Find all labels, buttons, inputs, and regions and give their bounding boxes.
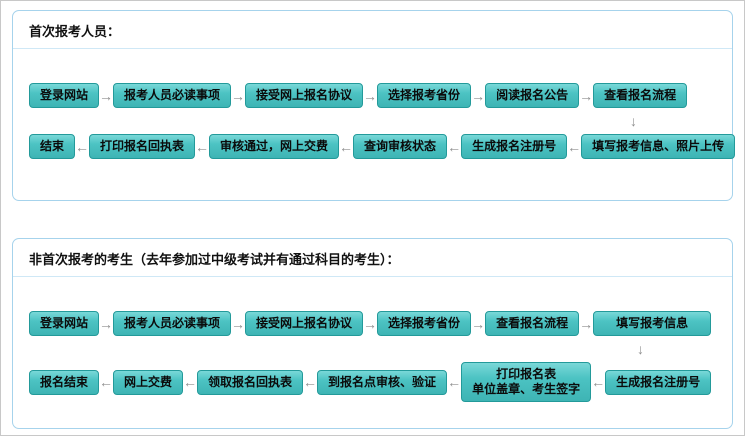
flow-row-bottom: 报名结束 ← 网上交费 ← 领取报名回执表 ← 到报名点审核、验证 ← 打印报名…	[13, 362, 732, 402]
panel-body: 登录网站 → 报考人员必读事项 → 接受网上报名协议 → 选择报考省份 → 阅读…	[13, 49, 736, 165]
flow-step: 阅读报名公告	[485, 83, 580, 108]
flow-step: 打印报名表 单位盖章、考生签字	[461, 362, 592, 402]
arrow-right-icon: →	[579, 87, 594, 104]
arrow-left-icon: ←	[447, 138, 462, 155]
flow-step: 报考人员必读事项	[113, 311, 232, 336]
panel-title: 首次报考人员：	[13, 11, 732, 49]
flow-step: 登录网站	[29, 83, 100, 108]
flow-step: 查看报名流程	[485, 311, 580, 336]
flow-step: 选择报考省份	[377, 311, 472, 336]
arrow-left-icon: ←	[195, 138, 210, 155]
arrow-right-icon: →	[363, 315, 378, 332]
arrow-down-icon: ↓	[630, 113, 637, 129]
arrow-right-icon: →	[99, 315, 114, 332]
panel-title: 非首次报考的考生（去年参加过中级考试并有通过科目的考生）：	[13, 239, 732, 277]
arrow-right-icon: →	[579, 315, 594, 332]
flow-step: 报考人员必读事项	[113, 83, 232, 108]
arrow-right-icon: →	[231, 87, 246, 104]
flow-step: 到报名点审核、验证	[317, 369, 448, 395]
flow-step: 填写报考信息、照片上传	[581, 134, 736, 159]
arrow-left-icon: ←	[447, 374, 462, 390]
arrow-left-icon: ←	[339, 138, 354, 155]
flow-step: 登录网站	[29, 311, 100, 336]
arrow-left-icon: ←	[591, 374, 606, 390]
panel-body: 登录网站 → 报考人员必读事项 → 接受网上报名协议 → 选择报考省份 → 查看…	[13, 277, 732, 408]
flow-step: 接受网上报名协议	[245, 83, 364, 108]
arrow-left-icon: ←	[183, 374, 198, 390]
flow-step: 报名结束	[29, 369, 100, 395]
flow-step: 审核通过，网上交费	[209, 134, 340, 159]
flow-step: 打印报名回执表	[89, 134, 196, 159]
arrow-left-icon: ←	[75, 138, 90, 155]
arrow-down-icon: ↓	[637, 341, 644, 357]
flow-turn: ↓	[13, 336, 732, 362]
flow-step: 选择报考省份	[377, 83, 472, 108]
flow-step: 填写报考信息	[593, 311, 712, 336]
arrow-left-icon: ←	[303, 374, 318, 390]
panel-returning-applicants: 非首次报考的考生（去年参加过中级考试并有通过科目的考生）： 登录网站 → 报考人…	[12, 238, 733, 429]
arrow-right-icon: →	[471, 87, 486, 104]
flow-step: 生成报名注册号	[461, 134, 568, 159]
flow-step: 网上交费	[113, 369, 184, 395]
arrow-right-icon: →	[231, 315, 246, 332]
arrow-left-icon: ←	[567, 138, 582, 155]
flow-row-top: 登录网站 → 报考人员必读事项 → 接受网上报名协议 → 选择报考省份 → 阅读…	[13, 83, 732, 108]
flow-step: 查看报名流程	[593, 83, 688, 108]
arrow-left-icon: ←	[99, 374, 114, 390]
flow-step: 领取报名回执表	[197, 369, 304, 395]
flow-step: 结束	[29, 134, 76, 159]
flow-turn: ↓	[13, 108, 732, 134]
arrow-right-icon: →	[363, 87, 378, 104]
arrow-right-icon: →	[99, 87, 114, 104]
flow-row-top: 登录网站 → 报考人员必读事项 → 接受网上报名协议 → 选择报考省份 → 查看…	[13, 311, 732, 336]
flow-step: 查询审核状态	[353, 134, 448, 159]
flow-step: 生成报名注册号	[605, 369, 712, 395]
flow-step: 接受网上报名协议	[245, 311, 364, 336]
flow-row-bottom: 结束 ← 打印报名回执表 ← 审核通过，网上交费 ← 查询审核状态 ← 生成报名…	[13, 134, 736, 159]
arrow-right-icon: →	[471, 315, 486, 332]
panel-first-time-applicants: 首次报考人员： 登录网站 → 报考人员必读事项 → 接受网上报名协议 → 选择报…	[12, 10, 736, 201]
